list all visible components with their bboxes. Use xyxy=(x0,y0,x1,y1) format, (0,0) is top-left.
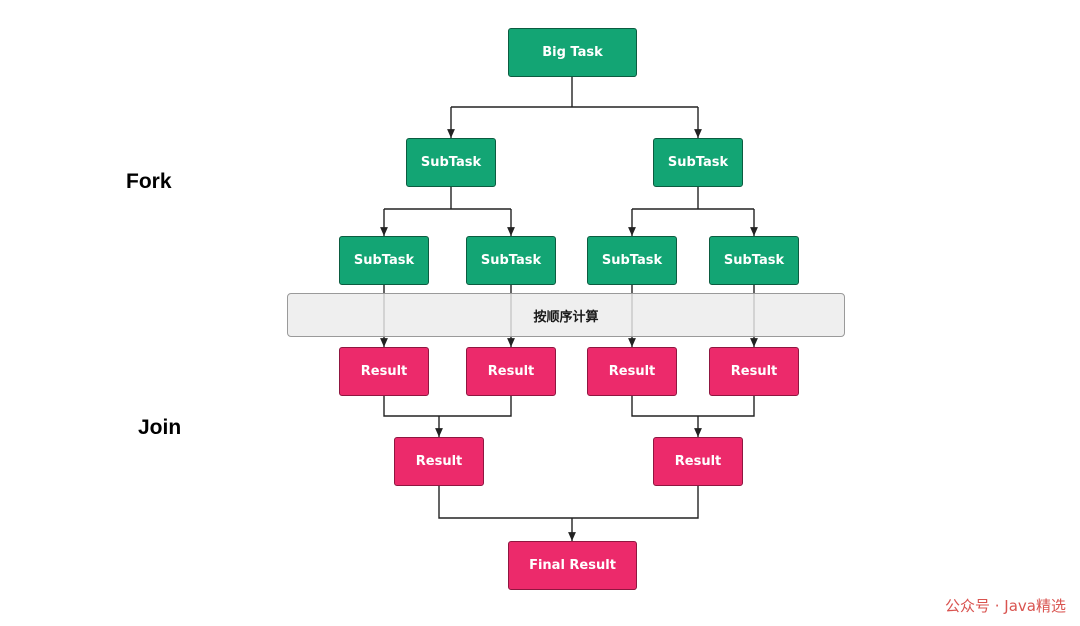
subtask-node-left: SubTask xyxy=(406,138,496,187)
join-label: Join xyxy=(138,416,182,439)
watermark-text: 公众号 · Java精选 xyxy=(945,597,1066,615)
subtask-node-1: SubTask xyxy=(339,236,429,285)
final-result-node: Final Result xyxy=(508,541,637,590)
result-node-2: Result xyxy=(466,347,556,396)
subtask-node-3: SubTask xyxy=(587,236,677,285)
edge-join-left xyxy=(383,396,512,417)
sequential-compute-band: 按顺序计算 xyxy=(287,293,845,337)
edge-join-right xyxy=(631,396,755,417)
subtask-node-4: SubTask xyxy=(709,236,799,285)
result-node-right: Result xyxy=(653,437,743,486)
result-node-3: Result xyxy=(587,347,677,396)
fork-label: Fork xyxy=(126,170,172,193)
edge-join-final xyxy=(438,486,699,519)
result-node-left: Result xyxy=(394,437,484,486)
result-node-1: Result xyxy=(339,347,429,396)
subtask-node-2: SubTask xyxy=(466,236,556,285)
subtask-node-right: SubTask xyxy=(653,138,743,187)
big-task-node: Big Task xyxy=(508,28,637,77)
result-node-4: Result xyxy=(709,347,799,396)
